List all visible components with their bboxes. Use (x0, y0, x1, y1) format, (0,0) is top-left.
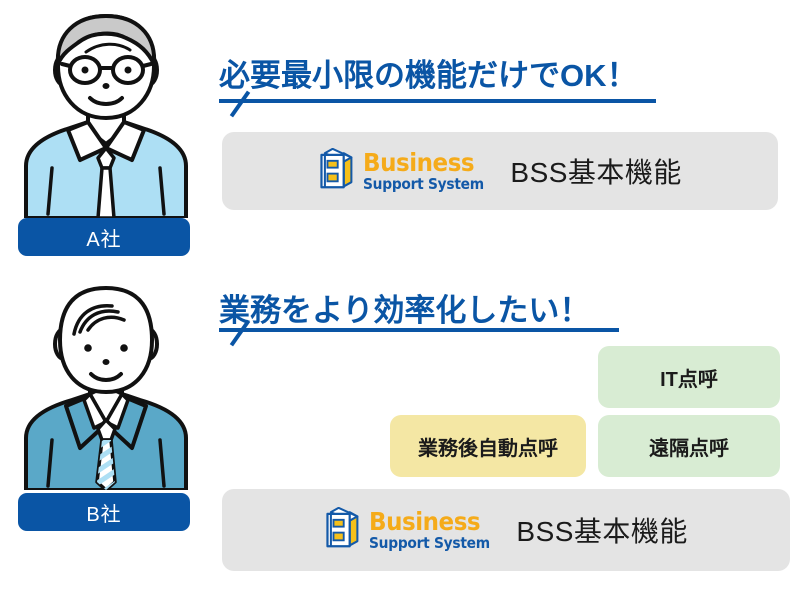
feature-chip-gyomugo-jido-tenko[interactable]: 業務後自動点呼 (390, 415, 586, 477)
bss-isometric-b-logo-icon (324, 506, 360, 553)
headline-row-b: 業務をより効率化したい！ (219, 293, 591, 328)
badge-company-b: B社 (18, 493, 190, 531)
bss-logo-lockup-row-b: Business Support System (324, 506, 500, 553)
feature-chip-gyomugo-jido-tenko-label: 業務後自動点呼 (418, 437, 558, 460)
feature-chip-enkaku-tenko[interactable]: 遠隔点呼 (598, 415, 780, 477)
bss-logo-word-support-system-row-b: Support System (369, 534, 490, 552)
headline-underline-row-b (219, 328, 619, 332)
badge-company-b-label: B社 (86, 503, 122, 526)
product-bar-title-row-a: BSS基本機能 (510, 157, 682, 188)
bss-logo-word-support-system: Support System (363, 175, 484, 193)
feature-chip-enkaku-tenko-label: 遠隔点呼 (649, 437, 729, 460)
headline-underline-row-a (219, 99, 656, 103)
bss-logo-word-business: Business (363, 148, 475, 177)
product-bar-title-row-b: BSS基本機能 (516, 516, 688, 547)
feature-chip-it-tenko[interactable]: IT点呼 (598, 346, 780, 408)
product-bar-row-b: Business Support System BSS基本機能 (222, 489, 790, 571)
bss-logo-word-business-row-b: Business (369, 507, 481, 536)
badge-company-a-label: A社 (86, 228, 122, 251)
avatar-young-man-suit (18, 282, 194, 492)
product-bar-row-a: Business Support System BSS基本機能 (222, 132, 778, 210)
bss-isometric-b-logo-icon (318, 147, 354, 194)
bss-logo-lockup: Business Support System (318, 147, 494, 194)
headline-row-a: 必要最小限の機能だけでOK！ (219, 58, 638, 93)
feature-chip-it-tenko-label: IT点呼 (660, 368, 718, 391)
badge-company-a: A社 (18, 218, 190, 256)
avatar-older-man-glasses (18, 8, 194, 220)
